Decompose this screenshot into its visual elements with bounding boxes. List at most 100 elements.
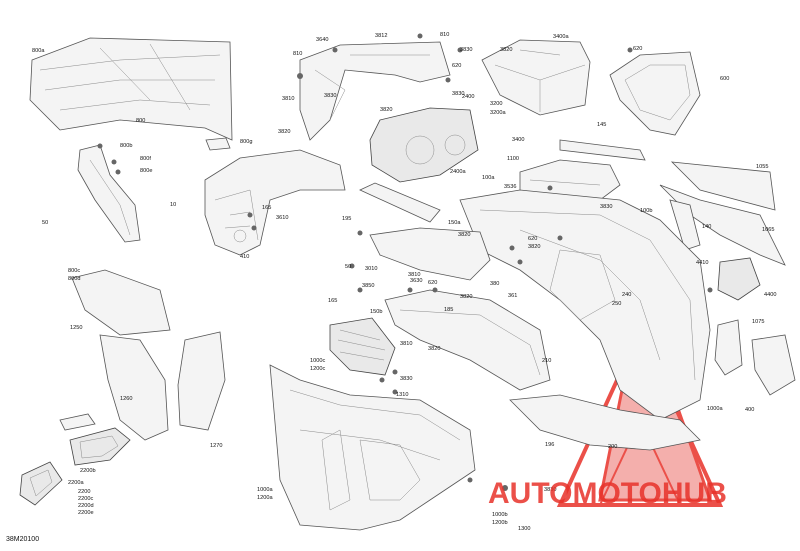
callout-label: 3200 [490,101,502,107]
part-panel-1260 [99,334,169,441]
callout-label: 210 [542,358,551,364]
callout-label: 810 [293,51,302,57]
callout-label: 4410 [696,260,708,266]
part-piece-1075 [751,334,796,396]
callout-label: 1000c [310,358,325,364]
callout-label: 3830 [324,93,336,99]
callout-label: 800c [68,268,80,274]
callout-label: 4400 [764,292,776,298]
callout-label: 800g [240,139,252,145]
callout-label: 800e [140,168,152,174]
part-panel-1270 [177,331,226,431]
callout-label: 200 [608,444,617,450]
part-vent-165 [329,317,396,376]
callout-label: 140 [702,224,711,230]
part-clip-2200b [59,413,96,431]
callout-label: 620 [528,236,537,242]
part-front-fascia [29,37,233,141]
callout-label: 50 [345,264,351,270]
part-lower-body-200 [509,394,701,451]
callout-label: 600 [720,76,729,82]
callout-label: 1310 [396,392,408,398]
part-instrument-cluster [369,107,479,183]
part-goggle-right [69,427,131,466]
callout-label: 2400 [462,94,474,100]
callout-label: 1260 [120,396,132,402]
callout-label: 3830 [400,376,412,382]
callout-label: 3820 [278,129,290,135]
callout-label: 3400 [512,137,524,143]
callout-label: 1200a [257,495,273,501]
part-light-400 [714,319,743,376]
callout-label: 195 [342,216,351,222]
part-storage-bin [481,39,591,116]
callout-label: 2200b [80,468,96,474]
callout-label: 3400a [553,34,569,40]
callout-label: 100b [640,208,652,214]
callout-label: 2200d [78,503,94,509]
part-side-140 [669,199,701,251]
part-small-insert [205,137,231,151]
callout-label: 3820 [458,232,470,238]
callout-label: 1200c [310,366,325,372]
callout-label: 2200c [78,496,93,502]
part-headlight-housing [204,149,346,256]
watermark-text-primary: AUTOMOTOHUB [488,477,727,510]
part-module-4400 [717,257,761,301]
callout-label: 196 [545,442,554,448]
callout-label: 1200b [492,520,508,526]
callout-label: 3200a [490,110,506,116]
callout-label: 800 [136,118,145,124]
part-side-panel-150b [384,289,551,391]
callout-label: 1000b [492,512,508,518]
callout-label: 240 [622,292,631,298]
callout-label: 3820 [428,346,440,352]
part-side-bracket-left [77,144,141,243]
callout-label: 3820 [460,294,472,300]
callout-label: 100a [482,175,495,181]
part-right-panel-1055 [670,161,776,211]
callout-label: 3810 [400,341,412,347]
callout-label: 185 [444,307,453,313]
part-side-panel-1000a [269,364,476,531]
callout-label: 1250 [70,325,82,331]
part-gauge-frame [609,51,701,136]
figure-id: 38M20100 [6,536,39,543]
callout-label: 145 [597,122,606,128]
callout-label: 2200 [78,489,90,495]
callout-label: 3830 [544,487,556,493]
callout-label: 3640 [316,37,328,43]
callout-label: 1000a [707,406,723,412]
callout-label: 3010 [365,266,377,272]
part-nose-bracket [299,41,451,141]
part-main-front-body [459,189,711,421]
callout-label: 3850 [362,283,374,289]
callout-label: 1055 [756,164,768,170]
callout-label: 3830 [600,204,612,210]
callout-label: 3830 [460,47,472,53]
part-panel-1250 [71,269,171,336]
callout-label: 2200a [68,480,84,486]
callout-label: 10 [170,202,176,208]
fasteners [97,33,713,491]
callout-label: 165 [328,298,337,304]
callout-label: 1000a [257,487,273,493]
callout-label: 800b [120,143,132,149]
callout-label: 1300 [518,526,530,532]
part-right-panel-1065 [659,184,786,266]
part-trim-strip-145 [559,139,646,161]
callout-label: 410 [240,254,249,260]
callout-label: 250 [612,301,621,307]
callout-label: 800a [32,48,45,54]
part-bar-195 [359,182,441,223]
callout-label: 150b [370,309,382,315]
callout-label: 3830 [452,91,464,97]
callout-label: 620 [633,46,642,52]
callout-label: 800d [68,276,80,282]
callout-label: 3610 [276,215,288,221]
callout-label: 3820 [528,244,540,250]
callout-label: 1075 [752,319,764,325]
